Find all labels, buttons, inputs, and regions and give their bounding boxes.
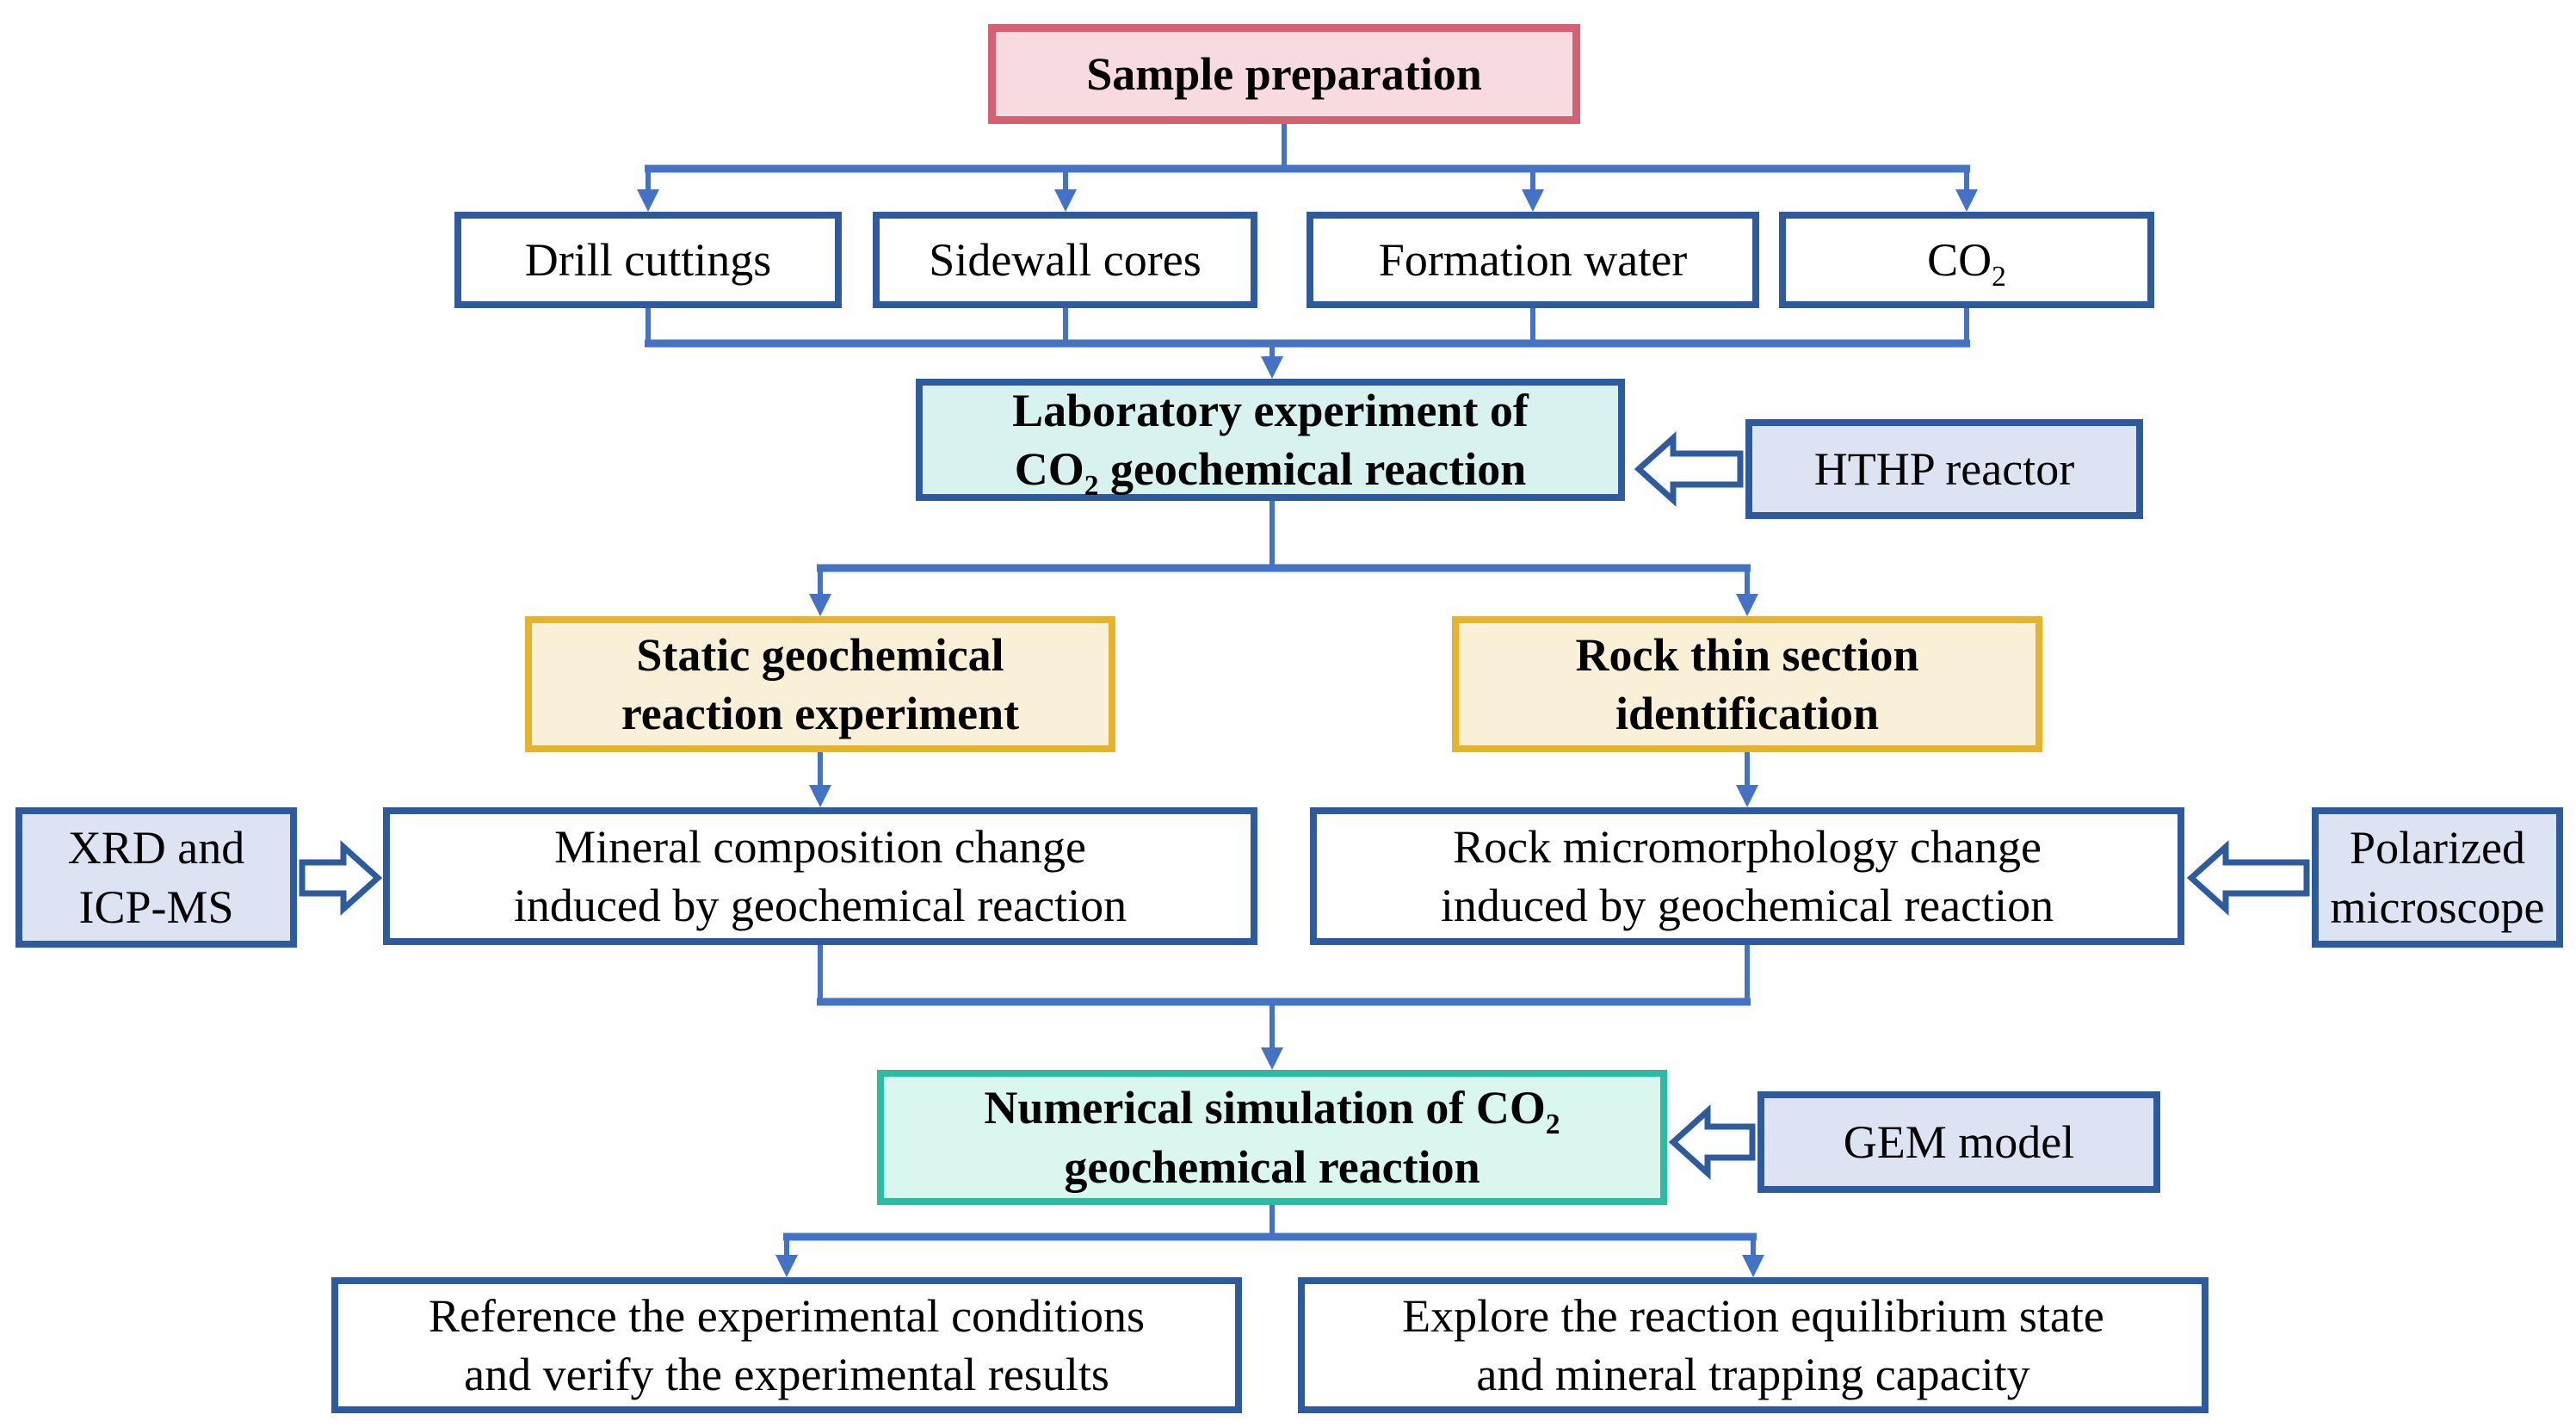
block-arrow-hthp-to-lab [1634,431,1744,507]
node-explore-equilibrium: Explore the reaction equilibrium state a… [1298,1277,2208,1413]
node-lab-experiment-line1: Laboratory experiment of [1012,381,1529,440]
lab-experiment-subscript: 2 [1084,469,1099,502]
connector-results-to-simulation [817,945,1751,1070]
co2-formula: CO [1927,233,1992,286]
node-sidewall-cores-label: Sidewall cores [929,233,1202,286]
node-sample-preparation-label: Sample preparation [1086,47,1482,100]
block-arrow-gem-to-simulation [1668,1104,1756,1180]
explore-equilibrium-line1: Explore the reaction equilibrium state [1402,1289,2104,1342]
mineral-change-line1: Mineral composition change [554,820,1086,873]
connector-inputs-to-lab [645,308,1970,379]
lab-experiment-text1: Laboratory experiment of [1012,384,1529,436]
rock-micromorphology-line2: induced by geochemical reaction [1440,880,2054,931]
static-experiment-line1: Static geochemical [636,628,1004,681]
numerical-simulation-text1: Numerical simulation of CO [984,1082,1546,1134]
rock-thin-section-line1: Rock thin section [1575,628,1919,681]
numerical-simulation-line1: Numerical simulation of CO2 [984,1078,1560,1141]
node-gem-model: GEM model [1757,1091,2160,1193]
node-formation-water-label: Formation water [1378,233,1688,286]
node-hthp-reactor: HTHP reactor [1745,419,2143,519]
node-lab-experiment-line2: CO2 geochemical reaction [1014,440,1527,500]
polarized-microscope-line2: microscope [2330,880,2545,933]
node-polarized-microscope: Polarized microscope [2312,807,2563,948]
node-hthp-reactor-label: HTHP reactor [1813,442,2075,495]
node-drill-cuttings-label: Drill cuttings [524,233,772,286]
node-rock-micromorphology: Rock micromorphology change induced by g… [1310,807,2184,945]
node-xrd-icpms: XRD and ICP-MS [15,807,297,948]
connector-lab-to-branches [809,501,1758,616]
reference-conditions-line2: and verify the experimental results [464,1349,1109,1400]
rock-thin-section-line2: identification [1615,688,1879,739]
node-mineral-change: Mineral composition change induced by ge… [383,807,1257,945]
lab-experiment-text2: geochemical reaction [1098,443,1527,495]
co2-subscript: 2 [1992,260,2006,293]
lab-experiment-co: CO [1014,443,1084,495]
node-rock-thin-section: Rock thin section identification [1452,616,2042,752]
node-drill-cuttings: Drill cuttings [454,212,842,308]
node-lab-experiment: Laboratory experiment of CO2 geochemical… [916,379,1625,501]
polarized-microscope-line1: Polarized [2350,822,2525,874]
numerical-simulation-subscript: 2 [1545,1109,1560,1141]
node-reference-conditions: Reference the experimental conditions an… [331,1277,1242,1413]
static-experiment-line2: reaction experiment [621,688,1020,739]
node-co2: CO2 [1779,212,2154,308]
node-static-experiment: Static geochemical reaction experiment [525,616,1115,752]
mineral-change-line2: induced by geochemical reaction [513,880,1127,931]
xrd-icpms-line1: XRD and [67,822,245,874]
connector-static-to-mineral [809,752,831,807]
node-gem-model-label: GEM model [1843,1115,2075,1168]
numerical-simulation-line2: geochemical reaction [1064,1140,1480,1193]
reference-conditions-line1: Reference the experimental conditions [428,1289,1146,1342]
node-formation-water: Formation water [1307,212,1759,308]
explore-equilibrium-line2: and mineral trapping capacity [1476,1349,2030,1400]
block-arrow-polarized-to-rockmicro [2186,840,2310,916]
connector-sample-to-inputs [637,124,1978,212]
block-arrow-xrd-to-mineral [299,840,383,916]
connector-rockthin-to-rockmicro [1736,752,1758,807]
node-sample-preparation: Sample preparation [988,24,1580,124]
rock-micromorphology-line1: Rock micromorphology change [1453,820,2042,873]
connector-simulation-to-outputs [775,1205,1764,1277]
xrd-icpms-line2: ICP-MS [78,880,234,933]
node-numerical-simulation: Numerical simulation of CO2 geochemical … [877,1070,1667,1205]
node-co2-label: CO2 [1927,231,2006,291]
node-sidewall-cores: Sidewall cores [873,212,1257,308]
